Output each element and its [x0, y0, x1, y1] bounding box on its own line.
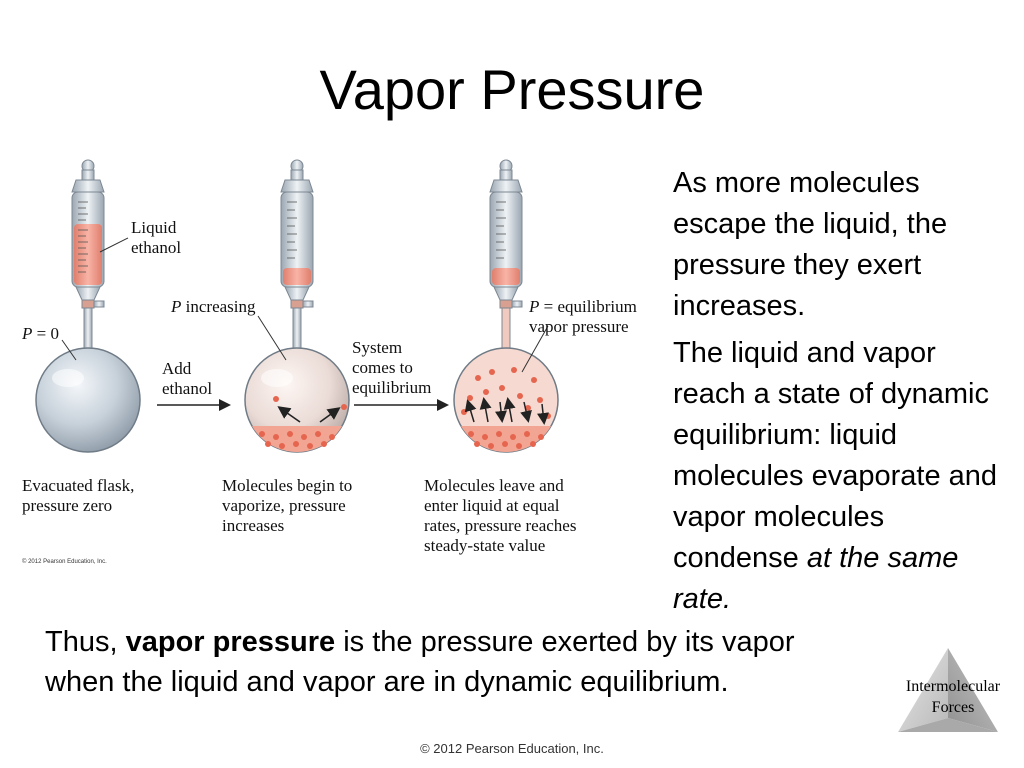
label-p-equilibrium: P = equilibrium vapor pressure: [529, 297, 637, 336]
caption-steady-state: Molecules leave and enter liquid at equa…: [424, 476, 577, 555]
caption-evacuated-flask: Evacuated flask, pressure zero: [22, 476, 135, 515]
footer-copyright: © 2012 Pearson Education, Inc.: [420, 741, 604, 756]
definition-text: Thus, vapor pressure is the pressure exe…: [45, 626, 795, 698]
label-liquid-ethanol: Liquid ethanol: [131, 218, 182, 257]
flask-3: [453, 159, 559, 453]
flask-1: [35, 159, 141, 453]
flask-diagram: [35, 159, 559, 453]
logo-text: Intermolecular Forces: [905, 678, 1001, 716]
vapor-pressure-term: vapor pressure: [125, 626, 336, 658]
label-p-zero: P = 0: [22, 324, 59, 343]
label-add-ethanol: Add ethanol: [162, 359, 213, 398]
flask-2: [244, 159, 350, 453]
slide-title: Vapor Pressure: [319, 58, 705, 121]
caption-molecules-vaporize: Molecules begin to vaporize, pressure in…: [222, 476, 353, 535]
label-p-increasing: P increasing: [171, 297, 256, 316]
explanation-para-1: As more molecules escape the liquid, the…: [673, 167, 948, 322]
explanation-para-2: The liquid and vapor reach a state of dy…: [673, 337, 998, 615]
label-system-equilibrium: System comes to equilibrium: [352, 338, 432, 397]
figure-copyright: © 2012 Pearson Education, Inc.: [22, 559, 107, 565]
explanation-text: As more molecules escape the liquid, the…: [673, 163, 1013, 626]
pyramid-logo-icon: [898, 648, 998, 732]
vapor-pressure-figure: Liquid ethanol P = 0 Add ethanol P incre…: [0, 150, 670, 580]
